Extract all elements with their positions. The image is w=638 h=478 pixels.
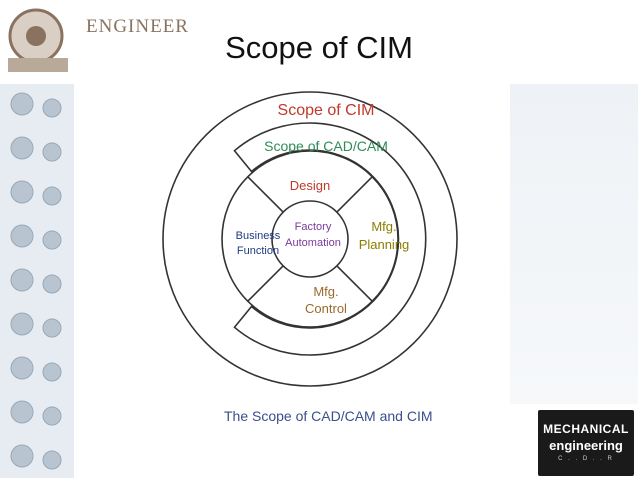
divider-lower-right [336, 265, 373, 302]
engineer-logo-icon [8, 8, 68, 72]
center-label-line1: Factory [295, 221, 332, 233]
badge-title: MECHANICAL [543, 422, 629, 436]
control-label-line1: Mfg. [313, 284, 338, 299]
header-logo: ENGINEER [0, 0, 200, 84]
badge-tagline: C . . D . . R [558, 456, 614, 462]
divider-upper-left [247, 176, 284, 213]
gear-icons [10, 92, 62, 470]
diagram-caption: The Scope of CAD/CAM and CIM [224, 408, 433, 424]
diagram-panel: Scope of CIM Scope of CAD/CAM Design Mfg… [130, 84, 510, 404]
planning-label-line2: Planning [359, 237, 410, 252]
business-label-line1: Business [236, 230, 281, 242]
center-circle [271, 200, 349, 278]
right-decoration-strip [510, 84, 638, 404]
center-label-line2: Automation [285, 237, 341, 249]
cim-label: Scope of CIM [278, 102, 375, 119]
mechanical-engineering-badge: MECHANICAL engineering C . . D . . R [538, 410, 634, 476]
cadcam-label: Scope of CAD/CAM [264, 138, 388, 154]
page-title: Scope of CIM [225, 30, 413, 65]
planning-label-line1: Mfg. [371, 219, 396, 234]
inner-ring [221, 150, 399, 328]
business-label-line2: Function [237, 245, 279, 257]
logo-text: ENGINEER [86, 16, 189, 37]
cim-outer-circle [162, 91, 458, 387]
gear-decoration-strip [0, 84, 74, 478]
divider-lower-left [247, 265, 284, 302]
divider-upper-right [336, 176, 373, 213]
scope-diagram: Scope of CIM Scope of CAD/CAM Design Mfg… [162, 91, 458, 387]
control-label-line2: Control [305, 301, 347, 316]
badge-subtitle: engineering [549, 438, 623, 453]
design-label: Design [290, 178, 330, 193]
